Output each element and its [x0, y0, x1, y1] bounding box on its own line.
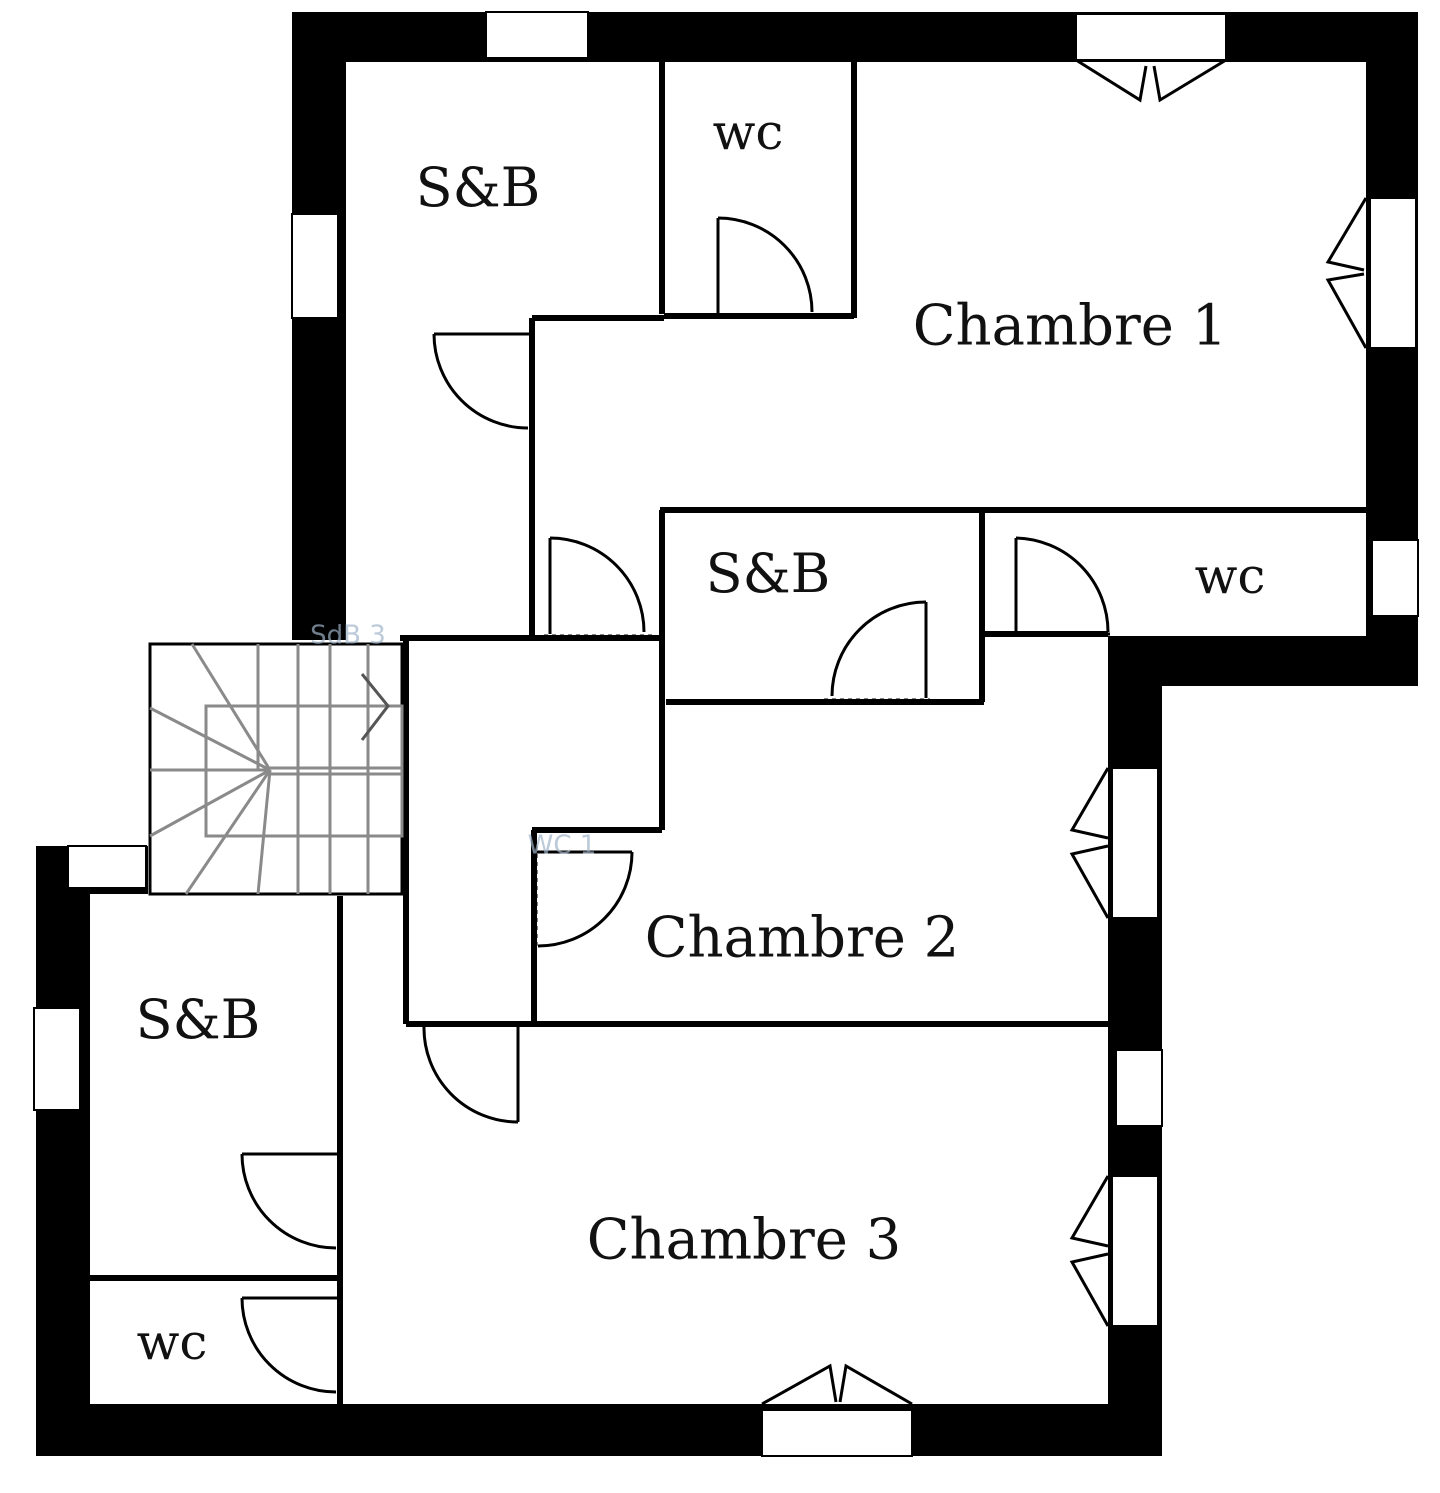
room-label-chambre-1: Chambre 1 — [913, 294, 1228, 359]
staircase — [148, 642, 404, 896]
wall-lower-right — [1108, 636, 1162, 1456]
wall-lower-left — [36, 846, 90, 1456]
room-label-chambre-2: Chambre 2 — [645, 906, 960, 971]
wall-top — [292, 12, 1418, 62]
ghost-label-wc1: WC 1 — [528, 831, 597, 861]
door-swing-icon — [824, 600, 930, 702]
wall-upper-left — [292, 12, 346, 640]
door-swing-icon — [410, 1022, 526, 1124]
window-icon — [33, 1007, 81, 1111]
room-labels: S&B wc Chambre 1 S&B wc Chambre 2 S&B wc… — [136, 103, 1266, 1371]
room-label-wc-left: wc — [137, 1313, 208, 1371]
door-swing-icon — [712, 216, 818, 318]
window-icon — [1075, 13, 1227, 61]
door-swing-icon — [534, 846, 634, 950]
room-label-sdb-left: S&B — [136, 988, 261, 1051]
window-icon — [67, 845, 147, 889]
window-icon — [1115, 1049, 1163, 1127]
window-icon — [291, 213, 339, 319]
room-label-sdb-mid: S&B — [706, 542, 831, 605]
door-swing-icon — [1010, 536, 1112, 636]
interior-walls — [90, 62, 1366, 1404]
room-label-chambre-3: Chambre 3 — [587, 1208, 902, 1273]
door-swing-icon — [240, 1150, 342, 1254]
window-icon — [1371, 539, 1419, 617]
window-icon — [1369, 197, 1417, 349]
door-swing-icon — [240, 1292, 342, 1398]
window-icon — [485, 11, 589, 59]
door-swing-icon — [432, 330, 534, 430]
ghost-labels: SdB 3 WC 1 — [310, 621, 596, 861]
doors — [240, 216, 1112, 1398]
wall-bottom — [36, 1404, 1162, 1456]
room-label-wc-top: wc — [713, 103, 784, 161]
windows — [33, 11, 1419, 1457]
room-label-wc-mid: wc — [1195, 547, 1266, 605]
door-swing-icon — [544, 536, 654, 638]
room-label-sdb-top: S&B — [416, 156, 541, 219]
ghost-label-sdb3: SdB 3 — [310, 621, 386, 651]
double-casement-window-icon — [761, 58, 1368, 1406]
window-icon — [1111, 767, 1159, 919]
window-icon — [1111, 1175, 1159, 1327]
stair-treads — [149, 643, 370, 895]
staircase-arrow-icon — [360, 673, 390, 741]
window-icon — [761, 1409, 913, 1457]
